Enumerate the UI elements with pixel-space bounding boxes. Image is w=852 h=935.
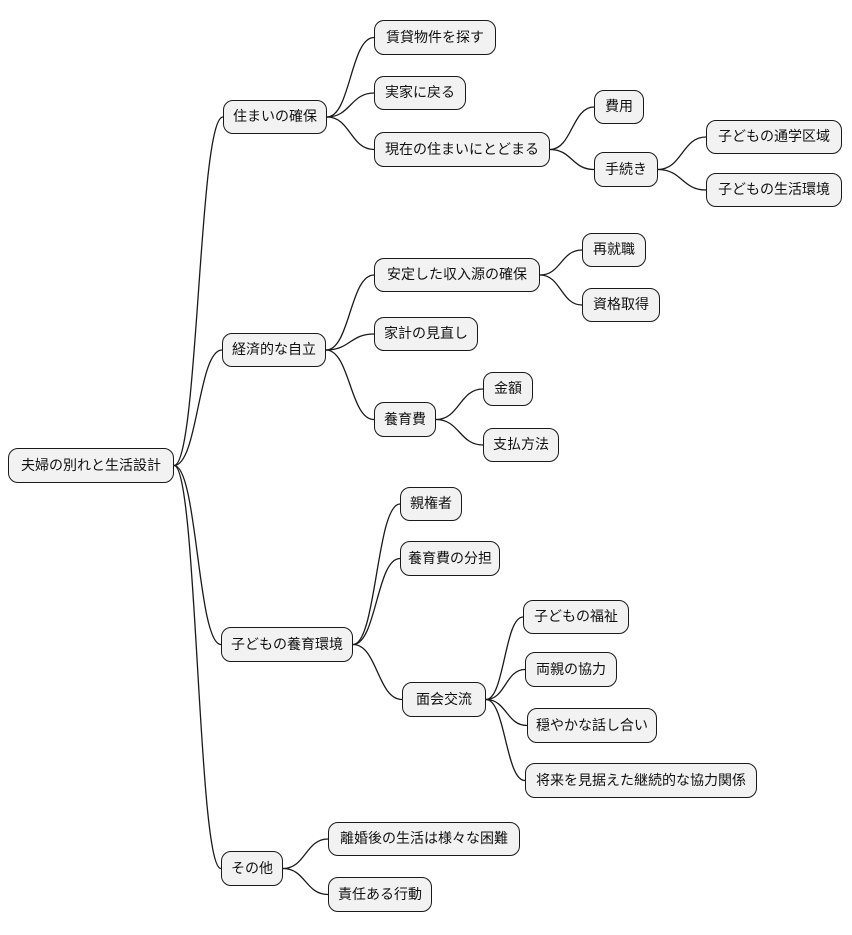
node-visit-future[interactable]: 将来を見据えた継続的な協力関係 [525, 763, 757, 798]
edge-children-visit--visit-welfare [485, 616, 524, 701]
node-income-reemploy[interactable]: 再就職 [582, 233, 646, 267]
edge-children-visit--visit-coop [485, 668, 526, 701]
edge-economy-support--support-amount [435, 388, 484, 421]
node-housing-stay[interactable]: 現在の住まいにとどまる [374, 132, 550, 167]
edge-root--housing [173, 116, 224, 467]
edge-economy--economy-budget [325, 333, 375, 351]
edge-housing--housing-stay [326, 116, 375, 151]
node-children[interactable]: 子どもの養育環境 [221, 627, 353, 662]
node-other[interactable]: その他 [221, 851, 283, 886]
node-root[interactable]: 夫婦の別れと生活設計 [8, 448, 174, 483]
edge-economy-income--income-license [539, 274, 583, 306]
edge-other--other-difficulty [282, 838, 329, 870]
edge-children-visit--visit-calm [485, 698, 528, 727]
node-support-amount[interactable]: 金額 [483, 372, 533, 406]
edge-economy--economy-income [325, 274, 375, 351]
edge-housing-stay--stay-procedure [549, 148, 595, 171]
edge-economy-support--support-method [435, 418, 484, 446]
edge-economy--economy-support [325, 349, 375, 421]
edge-economy-income--income-reemploy [539, 249, 583, 276]
edge-children--children-visit [352, 643, 403, 701]
node-procedure-living[interactable]: 子どもの生活環境 [706, 173, 842, 207]
edge-other--other-responsibility [282, 867, 329, 896]
node-housing[interactable]: 住まいの確保 [223, 100, 327, 134]
node-income-license[interactable]: 資格取得 [582, 288, 660, 322]
node-visit-coop[interactable]: 両親の協力 [525, 652, 617, 687]
node-other-difficulty[interactable]: 離婚後の生活は様々な困難 [328, 822, 520, 856]
edge-children-visit--visit-future [485, 698, 526, 782]
edge-root--other [173, 464, 222, 870]
node-children-share[interactable]: 養育費の分担 [400, 541, 500, 576]
node-housing-rental[interactable]: 賃貸物件を探す [374, 20, 496, 55]
edge-stay-procedure--procedure-living [657, 168, 707, 191]
node-stay-cost[interactable]: 費用 [594, 90, 644, 124]
node-economy-income[interactable]: 安定した収入源の確保 [374, 258, 540, 292]
node-visit-calm[interactable]: 穏やかな話し合い [527, 708, 657, 743]
edge-housing--housing-rental [326, 36, 375, 118]
edge-stay-procedure--procedure-school [657, 136, 707, 171]
node-economy[interactable]: 経済的な自立 [222, 333, 326, 367]
node-housing-parents[interactable]: 実家に戻る [374, 76, 466, 110]
node-visit-welfare[interactable]: 子どもの福祉 [523, 600, 629, 634]
node-economy-support[interactable]: 養育費 [374, 402, 436, 437]
node-procedure-school[interactable]: 子どもの通学区域 [706, 120, 842, 154]
node-children-custody[interactable]: 親権者 [400, 487, 462, 521]
edge-housing--housing-parents [326, 92, 375, 118]
edge-housing-stay--stay-cost [549, 106, 595, 151]
edge-children--children-custody [352, 503, 401, 646]
node-economy-budget[interactable]: 家計の見直し [374, 317, 478, 351]
edge-root--economy [173, 349, 223, 467]
node-children-visit[interactable]: 面会交流 [402, 682, 486, 717]
edge-children--children-share [352, 557, 401, 646]
edge-root--children [173, 464, 222, 646]
node-stay-procedure[interactable]: 手続き [594, 152, 658, 187]
node-other-responsibility[interactable]: 責任ある行動 [328, 877, 432, 912]
node-support-method[interactable]: 支払方法 [483, 428, 559, 462]
